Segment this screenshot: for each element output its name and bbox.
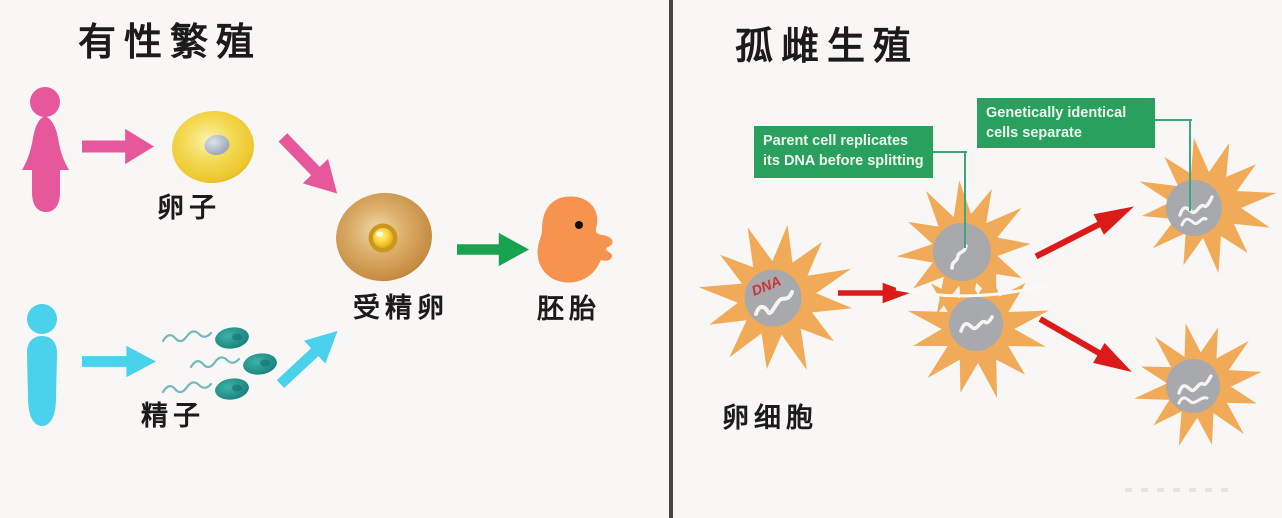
sperm-label: 精子 bbox=[141, 401, 205, 431]
red-arrow-to-bottom-cell bbox=[1038, 316, 1132, 372]
pink-arrow-egg-to-zygote bbox=[278, 133, 338, 194]
daughter-cell-top bbox=[1116, 119, 1282, 288]
daughter-cell-top-nucleus bbox=[1166, 180, 1222, 236]
separate-callout-connector-h bbox=[1152, 119, 1192, 121]
watermark bbox=[1125, 488, 1235, 492]
green-arrow-zygote-to-embryo bbox=[457, 232, 529, 267]
zygote-cell bbox=[336, 192, 432, 282]
right-panel-title: 孤雌生殖 bbox=[735, 26, 920, 68]
lower-daughter-nucleus bbox=[949, 297, 1003, 351]
parent-callout-connector-v bbox=[964, 151, 966, 248]
embryo-eye bbox=[575, 221, 583, 229]
zygote-label: 受精卵 bbox=[353, 293, 449, 323]
red-arrow-to-top-cell bbox=[1034, 206, 1135, 260]
egg-cell bbox=[172, 110, 254, 184]
cell-split-seam bbox=[895, 282, 1051, 298]
daughter-cell-bottom bbox=[1120, 310, 1275, 459]
parent-callout-connector-h bbox=[929, 151, 967, 153]
cyan-arrow-sperm-to-zygote bbox=[276, 330, 338, 389]
sperm-2 bbox=[189, 353, 277, 375]
dividing-cell-pair bbox=[890, 174, 1064, 411]
embryo bbox=[537, 196, 613, 283]
egg-cell-label: 卵细胞 bbox=[722, 403, 818, 433]
parent-callout-box: Parent cell replicates its DNA before sp… bbox=[754, 126, 933, 178]
separate-callout-box: Genetically identical cells separate bbox=[977, 98, 1155, 148]
sperm-3 bbox=[161, 378, 249, 400]
left-panel-title: 有性繁殖 bbox=[78, 22, 263, 64]
male-figure-icon bbox=[27, 304, 57, 426]
daughter-cell-bottom-nucleus bbox=[1166, 359, 1220, 413]
egg-label: 卵子 bbox=[157, 193, 221, 223]
panel-divider bbox=[669, 0, 673, 518]
dna-squiggle bbox=[754, 290, 794, 316]
separate-callout-connector-v bbox=[1189, 119, 1191, 211]
red-arrow-parent-to-pair bbox=[838, 282, 910, 304]
egg-nucleus bbox=[204, 134, 230, 156]
cyan-arrow-male-to-sperm bbox=[82, 345, 156, 378]
parent-cell: DNA bbox=[688, 214, 863, 380]
embryo-label: 胚胎 bbox=[537, 294, 601, 324]
female-figure-icon bbox=[22, 87, 69, 212]
pink-arrow-female-to-egg bbox=[82, 128, 154, 165]
sperm-1 bbox=[161, 327, 249, 349]
